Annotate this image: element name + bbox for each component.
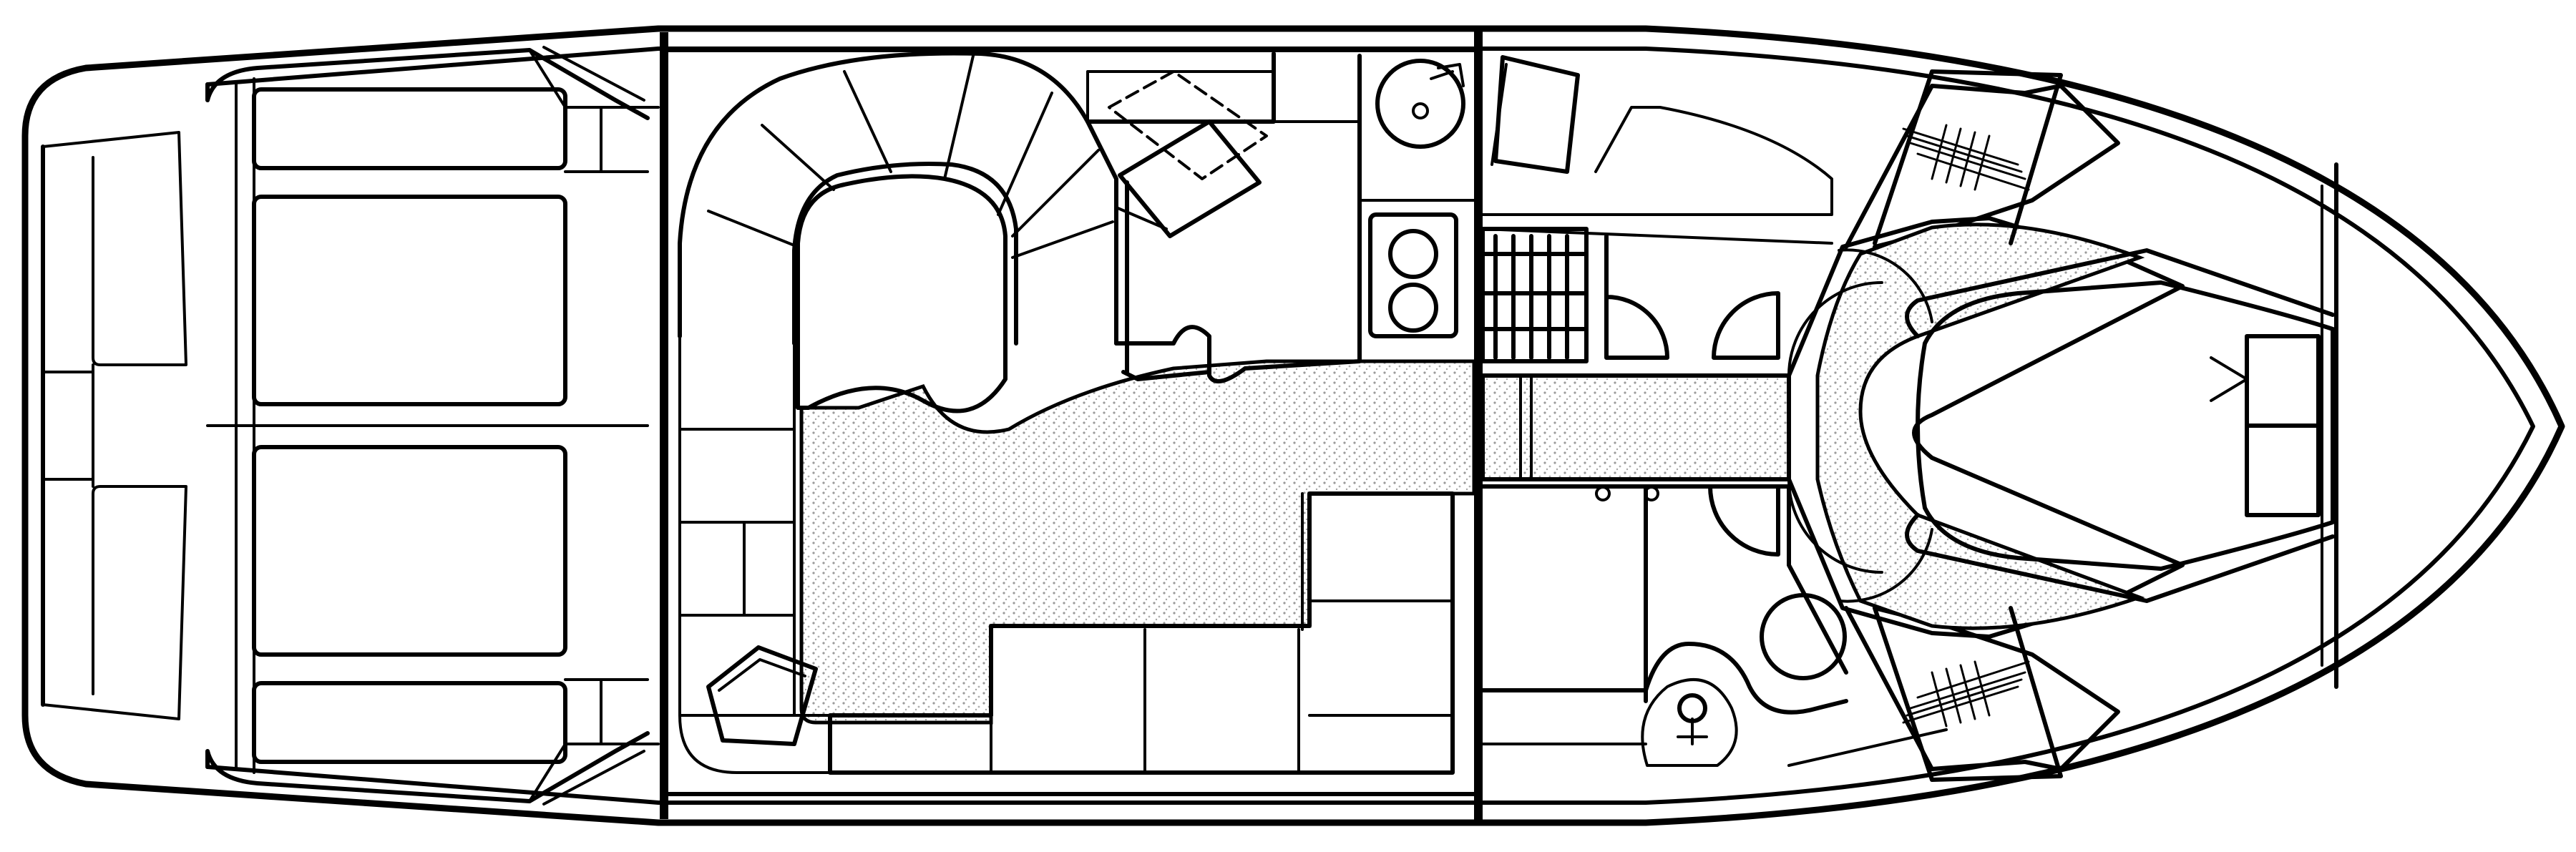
- transom-seat-divider: [42, 363, 94, 488]
- forward-area: [1480, 55, 2338, 782]
- cockpit: [42, 46, 660, 806]
- hull-outer-outline: [21, 25, 2565, 826]
- galley-sink-drain: [1412, 102, 1429, 119]
- head-shower-drain-fin: [1677, 718, 1708, 745]
- v-berth-mattress: [1916, 280, 2335, 571]
- passage-threshold: [1519, 374, 1533, 481]
- bulkhead-cockpit-salon: [660, 32, 668, 819]
- v-berth-hatch-frame-lower: [1844, 606, 2120, 771]
- v-berth-door-arc-lower: [1838, 528, 1933, 603]
- v-berth-cushion-lower: [1905, 513, 2335, 603]
- head-faucet-icons: [1595, 486, 1659, 501]
- head-faucet-right: [1644, 486, 1659, 501]
- locker-upper-hangers: [1902, 124, 2030, 191]
- hanging-locker-lower: [1873, 606, 2063, 782]
- settee-lower-cushions: [990, 599, 1454, 774]
- head-lower-cabinet: [1481, 728, 1948, 767]
- cabin-chair-upper-back: [1491, 63, 1508, 166]
- door-swing-head: [1708, 484, 1780, 557]
- cabin-upper-cabinet: [1481, 106, 1833, 245]
- cockpit-side-rail-upper: [205, 48, 650, 120]
- galley-stove: [1368, 212, 1458, 338]
- locker-upper-frame: [1873, 69, 2063, 245]
- cockpit-seat-upper: [252, 195, 567, 406]
- cabin-chair-upper: [1493, 55, 1580, 174]
- settee-lower-back: [1301, 492, 1475, 631]
- hanging-locker-upper: [1873, 69, 2063, 245]
- transom-seat-lower: [42, 485, 187, 720]
- head-partition: [1480, 484, 1848, 703]
- galley-faucet-icon: [1430, 63, 1465, 87]
- dinette-curved-outer: [678, 51, 1118, 346]
- forward-hatch-handle: [2210, 356, 2248, 402]
- bulkhead-salon-cabin: [1474, 30, 1483, 821]
- passage-carpet: [1480, 373, 1791, 481]
- head-faucet-left: [1595, 486, 1611, 501]
- forward-cabin-arc-right: [1787, 281, 1883, 377]
- dinette-curved-inner: [792, 162, 1018, 346]
- cockpit-seat-lower-aft: [252, 681, 567, 764]
- salon-carpet: [799, 359, 1476, 725]
- bulkheads: [660, 30, 1483, 821]
- stove-burner-aft: [1388, 229, 1438, 279]
- head-shower-drain-icon: [1677, 693, 1707, 723]
- head-vanity: [1480, 642, 1848, 715]
- salon-side-table: [706, 645, 818, 746]
- dinette-cushion-seams: [707, 54, 1114, 259]
- galley-counter-front: [1358, 199, 1475, 363]
- forward-hatch: [2245, 334, 2321, 517]
- galley-sink: [1375, 59, 1465, 149]
- cockpit-step-lines: [564, 106, 649, 745]
- forward-cabin-arc-left: [1787, 478, 1883, 574]
- v-berth-door-arc-upper: [1838, 248, 1933, 323]
- cockpit-seat-lower: [252, 445, 567, 657]
- galley-divider: [1121, 180, 1211, 381]
- dinette-aft-seat: [678, 335, 839, 774]
- stair-treads: [1480, 234, 1589, 360]
- galley-appliance-dash: [1108, 70, 1268, 180]
- v-berth-cushion-upper: [1905, 248, 2335, 338]
- galley-cabinet-lines: [1086, 70, 1361, 230]
- locker-lower-hangers: [1902, 660, 2030, 728]
- dinette-table: [796, 174, 1008, 413]
- cockpit-seat-upper-aft: [252, 87, 567, 170]
- locker-lower-frame: [1873, 606, 2063, 782]
- salon-side-table-inner: [718, 658, 806, 692]
- cockpit-side-rail-lower: [205, 731, 650, 803]
- head-toilet: [1760, 593, 1847, 680]
- door-swing-cabin-1: [1604, 234, 1669, 360]
- transom-seat-upper: [42, 131, 187, 366]
- door-swing-cabin-2: [1712, 291, 1780, 360]
- stove-burner-fwd: [1388, 283, 1438, 333]
- salon: [666, 48, 1476, 796]
- companionway-stairs: [1480, 227, 1589, 363]
- head-shower-outline: [1641, 678, 1738, 767]
- galley-appliance-box: [1118, 119, 1262, 238]
